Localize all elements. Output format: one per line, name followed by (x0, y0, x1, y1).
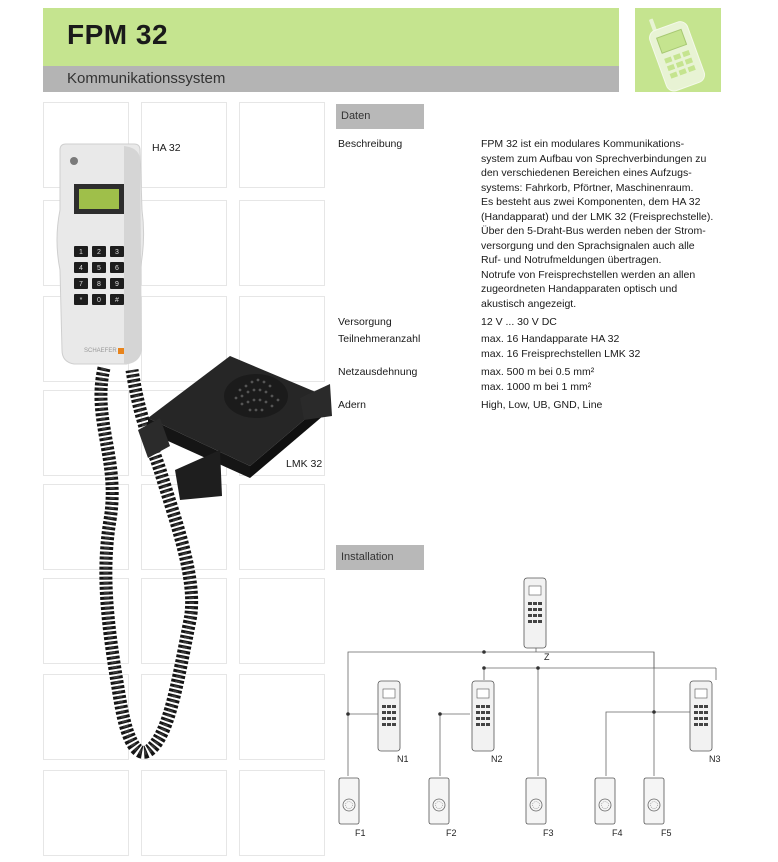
svg-text:*: * (80, 297, 83, 304)
speaker-unit (138, 356, 332, 500)
installation-diagram: Z N1 N2 N3 F1 F2 F3 F4 F5 (338, 577, 721, 838)
product-photo: 1 2 3 4 5 6 7 8 9 * 0 # (56, 143, 332, 759)
handset-central (523, 577, 547, 649)
svg-text:4: 4 (79, 265, 83, 272)
row-value-versorgung: 12 V ... 30 V DC (481, 316, 557, 328)
label-f1: F1 (355, 828, 366, 838)
label-z: Z (544, 652, 550, 662)
speaker-f2 (428, 777, 450, 825)
handset-device: 1 2 3 4 5 6 7 8 9 * 0 # (56, 143, 145, 365)
speaker-f4 (594, 777, 616, 825)
page-subtitle: Kommunikationssystem (67, 70, 226, 87)
row-label-netzausdehnung: Netzausdehnung (338, 366, 418, 378)
installation-section-tab: Installation (336, 545, 424, 570)
row-value-netzausdehnung: max. 500 m bei 0.5 mm² max. 1000 m bei 1… (481, 366, 595, 393)
page-title: FPM 32 (67, 19, 169, 50)
row-value-adern: High, Low, UB, GND, Line (481, 399, 603, 411)
daten-section-tab: Daten (336, 104, 424, 129)
label-f5: F5 (661, 828, 672, 838)
handset-label: HA 32 (152, 142, 181, 154)
svg-text:#: # (115, 297, 119, 304)
svg-text:8: 8 (97, 281, 101, 288)
label-f3: F3 (543, 828, 554, 838)
label-n3: N3 (709, 754, 721, 764)
handset-n3 (689, 680, 713, 752)
label-f4: F4 (612, 828, 623, 838)
mobile-phone-icon (635, 8, 721, 92)
row-label-teilnehmeranzahl: Teilnehmeranzahl (338, 333, 421, 345)
row-label-beschreibung: Beschreibung (338, 138, 403, 150)
label-n1: N1 (397, 754, 409, 764)
subtitle-bar (43, 66, 619, 92)
row-value-beschreibung: FPM 32 ist ein modulares Kommunikations-… (481, 138, 714, 310)
row-value-teilnehmeranzahl: max. 16 Handapparate HA 32 max. 16 Freis… (481, 333, 641, 360)
svg-text:0: 0 (97, 297, 101, 304)
brand-logo-icon (118, 348, 124, 354)
svg-text:1: 1 (79, 249, 83, 256)
speaker-f5 (643, 777, 665, 825)
svg-text:9: 9 (115, 281, 119, 288)
label-f2: F2 (446, 828, 457, 838)
svg-text:6: 6 (115, 265, 119, 272)
row-label-versorgung: Versorgung (338, 316, 392, 328)
svg-text:2: 2 (97, 249, 101, 256)
speaker-label: LMK 32 (286, 458, 323, 470)
brand-text: SCHAEFER (84, 348, 117, 354)
row-label-adern: Adern (338, 399, 367, 411)
speaker-f1 (338, 777, 360, 825)
svg-text:7: 7 (79, 281, 83, 288)
label-n2: N2 (491, 754, 503, 764)
header-bar (43, 8, 619, 66)
svg-text:3: 3 (115, 249, 119, 256)
speaker-f3 (525, 777, 547, 825)
svg-text:5: 5 (97, 265, 101, 272)
handset-n1 (377, 680, 401, 752)
handset-n2 (471, 680, 495, 752)
